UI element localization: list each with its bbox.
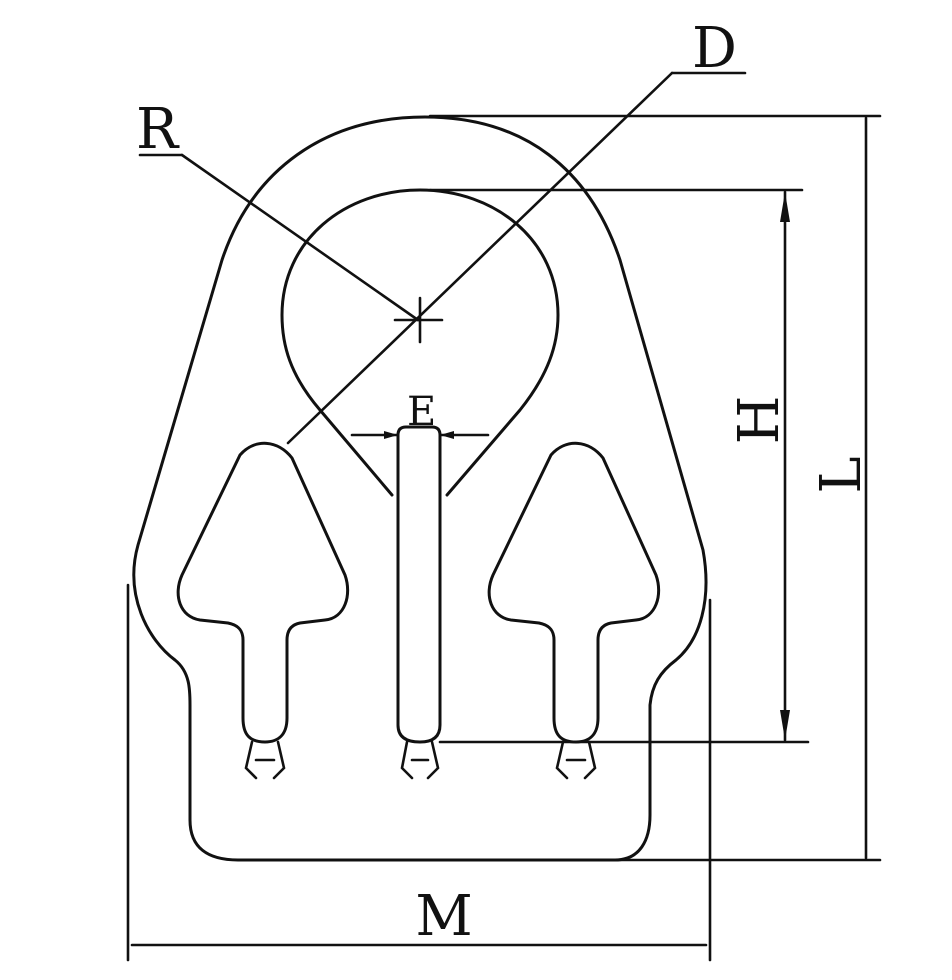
left-slot-foot <box>244 740 286 780</box>
label-d: D <box>692 16 737 81</box>
label-e: E <box>407 389 436 435</box>
center-slot <box>396 425 442 744</box>
right-slot-foot <box>555 740 597 780</box>
label-l: L <box>809 456 874 493</box>
d-leader-line <box>286 71 674 445</box>
outer-body-outline <box>132 115 708 862</box>
r-radius-line <box>180 153 420 322</box>
e-arrow-right <box>440 431 454 439</box>
label-r: R <box>136 97 180 162</box>
h-arrow-bottom <box>780 710 790 740</box>
label-h: H <box>727 396 792 445</box>
label-m: M <box>415 884 472 949</box>
right-arrow-slot <box>487 441 661 744</box>
e-arrow-left <box>384 431 398 439</box>
center-slot-foot <box>400 740 440 780</box>
h-arrow-top <box>780 192 790 222</box>
left-arrow-slot <box>176 441 350 744</box>
central-eye-opening <box>280 188 560 497</box>
